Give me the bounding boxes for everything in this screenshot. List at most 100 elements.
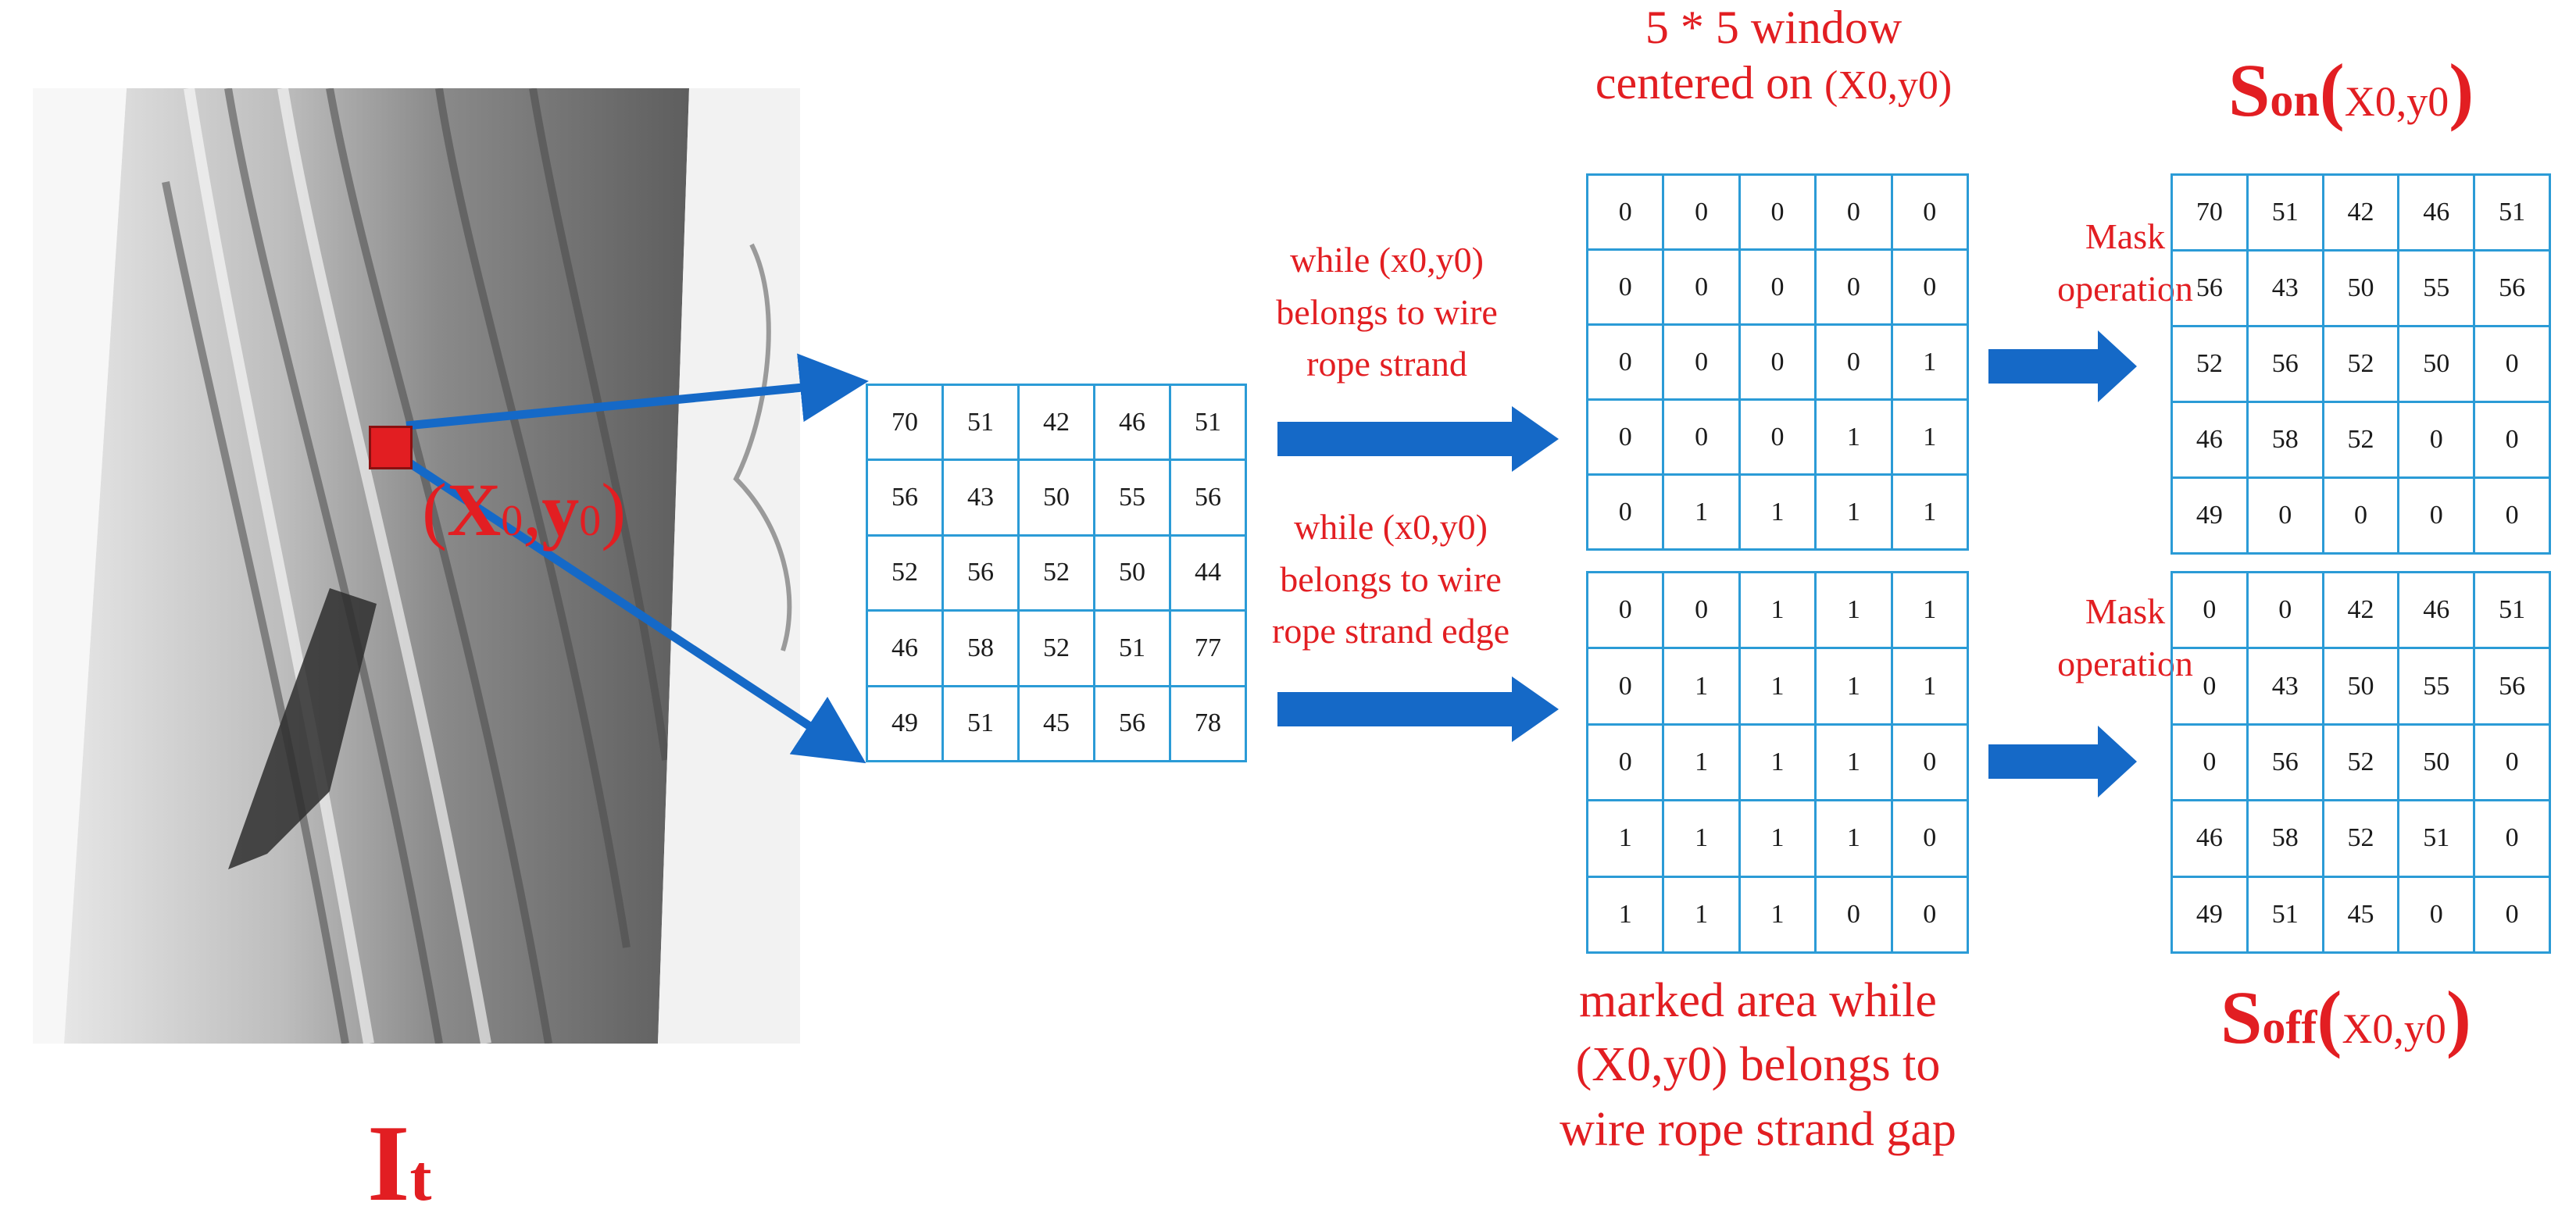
s-on-sub: on	[2270, 74, 2320, 126]
photo-label-main: I	[367, 1103, 410, 1224]
matrix-cell: 0	[1814, 173, 1893, 251]
matrix-cell: 52	[2170, 325, 2249, 403]
matrix-cell: 51	[1169, 383, 1247, 462]
matrix-cell: 49	[2170, 875, 2249, 955]
s-on-open: (	[2319, 48, 2345, 132]
matrix-cell: 0	[1585, 647, 1665, 726]
matrix-cell: 52	[2321, 401, 2400, 479]
matrix-cell: 1	[1890, 323, 1970, 401]
matrix-cell: 0	[1814, 875, 1893, 955]
matrix-cell: 56	[2246, 325, 2324, 403]
point-label-y: y	[541, 468, 580, 551]
mask-op-top-line2: operation	[2057, 268, 2193, 309]
matrix-cell: 0	[1814, 248, 1893, 326]
matrix-cell: 1	[1890, 473, 1970, 551]
matrix-cell: 46	[2170, 799, 2249, 878]
matrix-cell: 50	[2321, 249, 2400, 327]
matrix-cell: 45	[2321, 875, 2400, 955]
matrix-cell: 0	[1662, 570, 1741, 650]
matrix-cell: 1	[1662, 875, 1741, 955]
branch-strand-line2: belongs to wire	[1276, 291, 1498, 332]
matrix-cell: 52	[2321, 799, 2400, 878]
matrix-cell: 46	[2170, 401, 2249, 479]
branch-strand-line1: while (x0,y0)	[1290, 240, 1484, 280]
matrix-cell: 78	[1169, 684, 1247, 763]
block-arrow-mask-bottom	[1988, 726, 2137, 798]
matrix-cell: 1	[1814, 799, 1893, 878]
matrix-cell: 43	[2246, 249, 2324, 327]
matrix-cell: 46	[2397, 570, 2476, 650]
wire-rope-photo	[33, 88, 800, 1044]
matrix-cell: 58	[2246, 401, 2324, 479]
matrix-cell: 50	[1093, 533, 1171, 612]
matrix-cell: 51	[2473, 173, 2551, 252]
matrix-cell: 0	[1585, 323, 1665, 401]
matrix-cell: 52	[866, 533, 944, 612]
matrix-cell: 1	[1814, 570, 1893, 650]
matrix-cell: 50	[2397, 325, 2476, 403]
gap-caption-line3: wire rope strand gap	[1560, 1102, 1956, 1156]
matrix-cell: 1	[1662, 647, 1741, 726]
matrix-cell: 43	[941, 459, 1020, 537]
s-on-close: )	[2449, 48, 2474, 132]
matrix-cell: 56	[1093, 684, 1171, 763]
point-label-x-sub: 0	[501, 497, 523, 545]
matrix-cell: 51	[2397, 799, 2476, 878]
point-label-y-sub: 0	[579, 497, 602, 545]
matrix-cell: 50	[2321, 647, 2400, 726]
matrix-cell: 0	[2473, 476, 2551, 555]
matrix-cell: 46	[866, 609, 944, 687]
s-off-label: Soff(X0,y0)	[2221, 980, 2471, 1055]
s-off-sub: off	[2262, 1001, 2317, 1053]
pixel-marker	[369, 426, 413, 469]
matrix-cell: 55	[2397, 249, 2476, 327]
block-arrow-strand	[1277, 406, 1559, 472]
s-off-main: S	[2221, 976, 2263, 1059]
photo-label-sub: t	[409, 1142, 432, 1215]
window-title-prefix: centered on	[1595, 56, 1824, 109]
matrix-cell: 0	[1738, 323, 1817, 401]
matrix-cell: 0	[1890, 799, 1970, 878]
matrix-cell: 1	[1890, 398, 1970, 476]
matrix-cell: 56	[941, 533, 1020, 612]
matrix-cell: 0	[2473, 799, 2551, 878]
matrix-cell: 56	[2170, 249, 2249, 327]
s-on-coord: X0,y0	[2344, 78, 2449, 125]
point-label-open: (	[422, 468, 447, 551]
matrix-cell: 77	[1169, 609, 1247, 687]
gap-caption-line2: (X0,y0) belongs to	[1575, 1038, 1941, 1092]
mask-op-bottom-line2: operation	[2057, 643, 2193, 683]
matrix-cell: 55	[1093, 459, 1171, 537]
matrix-cell: 1	[1585, 875, 1665, 955]
matrix-cell: 56	[2246, 723, 2324, 802]
matrix-cell: 1	[1738, 723, 1817, 802]
matrix-cell: 1	[1814, 473, 1893, 551]
matrix-cell: 51	[2473, 570, 2551, 650]
matrix-cell: 0	[2397, 875, 2476, 955]
s-on-label: Son(X0,y0)	[2228, 53, 2474, 128]
matrix-cell: 42	[2321, 173, 2400, 252]
matrix-cell: 0	[2170, 570, 2249, 650]
matrix-cell: 0	[1585, 248, 1665, 326]
s-off-coord: X0,y0	[2342, 1005, 2446, 1052]
branch-strand-label: while (x0,y0) belongs to wire rope stran…	[1227, 234, 1547, 391]
window-title-coord: (X0,y0)	[1824, 62, 1953, 108]
matrix-cell: 0	[2473, 401, 2551, 479]
